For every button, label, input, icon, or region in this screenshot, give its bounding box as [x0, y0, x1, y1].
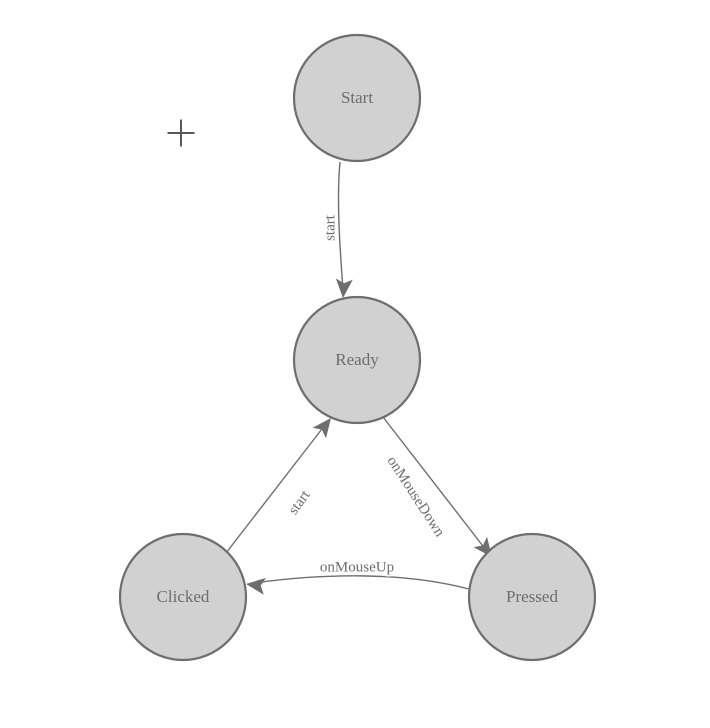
node-pressed[interactable]: Pressed [467, 532, 597, 662]
edge-start-to-ready[interactable] [335, 161, 353, 299]
edge-pressed-to-clicked[interactable] [245, 575, 470, 595]
arrow-head-pressed-to-clicked [246, 577, 266, 595]
edge-line-pressed-to-clicked[interactable] [253, 575, 470, 590]
node-start[interactable]: Start [292, 33, 422, 163]
cursor-layer [167, 119, 195, 147]
edge-label-text: onMouseUp [320, 559, 394, 575]
crosshair-cursor [167, 119, 195, 147]
edge-label-halo: start [322, 214, 338, 241]
arrow-head-clicked-to-ready [312, 418, 331, 439]
node-ready[interactable]: Ready [292, 295, 422, 425]
edge-line-clicked-to-ready[interactable] [225, 424, 326, 554]
edge-label-text: onMouseDown [384, 454, 448, 541]
edges-layer [225, 161, 499, 595]
node-label-start: Start [341, 88, 373, 107]
node-clicked[interactable]: Clicked [118, 532, 248, 662]
node-circle-ready[interactable] [292, 295, 422, 425]
node-circle-pressed[interactable] [467, 532, 597, 662]
node-label-clicked: Clicked [157, 587, 210, 606]
edge-label-text: start [285, 487, 314, 518]
node-circle-clicked[interactable] [118, 532, 248, 662]
node-label-ready: Ready [335, 350, 379, 369]
edge-line-start-to-ready[interactable] [337, 161, 344, 291]
edge-clicked-to-ready[interactable] [225, 413, 338, 554]
edge-label-text: start [322, 214, 338, 241]
edge-ready-to-pressed[interactable] [382, 416, 499, 562]
edge-line-ready-to-pressed[interactable] [382, 416, 487, 551]
edge-label-halo: onMouseUp [320, 559, 394, 575]
node-circle-start[interactable] [292, 33, 422, 163]
node-label-pressed: Pressed [506, 587, 558, 606]
arrow-head-start-to-ready [335, 278, 353, 298]
